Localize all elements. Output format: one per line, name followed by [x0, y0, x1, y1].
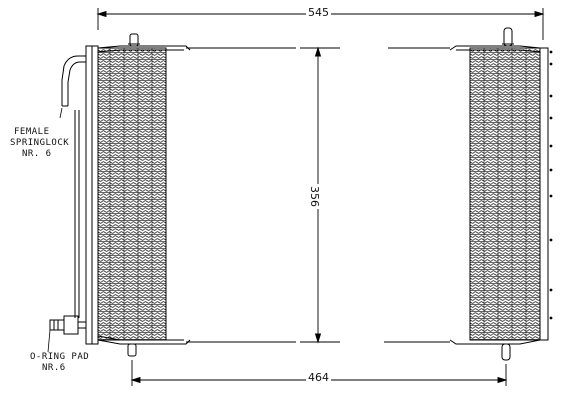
- right-core-tubes: [483, 48, 527, 340]
- left-core-tubes: [109, 48, 153, 340]
- female-springlock-line-3: NR. 6: [22, 149, 52, 159]
- bottom-left-pin: [127, 343, 137, 357]
- o-ring-pad-line-1: O-RING PAD: [30, 352, 90, 362]
- top-right-pin: [502, 27, 514, 47]
- right-tank-dots: [549, 50, 553, 320]
- callout-leaders: [47, 107, 63, 353]
- o-ring-pad-fitting: [49, 315, 86, 335]
- core-width-label: 464: [306, 371, 331, 384]
- left-core-fins: [97, 47, 167, 341]
- height-label: 356: [308, 184, 321, 209]
- female-springlock-line-2: SPRINGLOCK: [10, 138, 70, 148]
- left-header-tank: [85, 45, 99, 345]
- top-left-pin: [128, 33, 140, 47]
- bottom-header-rail: [97, 335, 541, 345]
- top-header-rail: [97, 45, 541, 53]
- inlet-pipe: [61, 55, 86, 318]
- bottom-right-pin: [501, 343, 511, 361]
- top-width-label: 545: [306, 6, 331, 19]
- o-ring-pad-line-2: NR.6: [42, 363, 66, 373]
- female-springlock-line-1: FEMALE: [14, 127, 50, 137]
- right-core-fins: [469, 47, 541, 341]
- right-header-tank: [539, 47, 549, 341]
